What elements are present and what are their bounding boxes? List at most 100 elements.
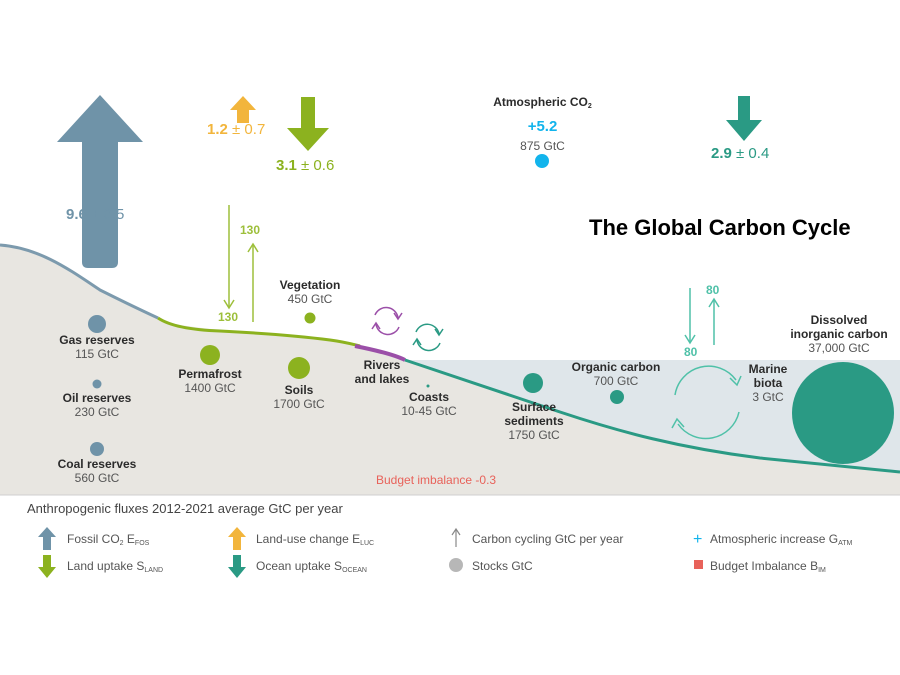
dic-name-2: inorganic carbon	[790, 327, 888, 341]
soils-dot	[288, 357, 310, 379]
rivers-cycle-icon	[371, 306, 403, 336]
vegetation-dot	[304, 312, 316, 324]
atmosphere-stock-dot	[535, 154, 549, 168]
legend-budget-icon	[694, 560, 703, 569]
legend-stocks: Stocks GtC	[472, 559, 533, 573]
coal-reserves-name: Coal reserves	[57, 457, 137, 471]
surface-sediments-name-1: Surface	[511, 400, 557, 414]
surface-sediments-value: 1750 GtC	[508, 428, 560, 442]
organic-carbon-dot	[610, 390, 624, 404]
surface-sediments-dot	[523, 373, 543, 393]
legend-ocean-uptake-icon	[228, 555, 246, 578]
oil-reserves-value: 230 GtC	[74, 405, 120, 419]
rivers-name-2: and lakes	[354, 372, 410, 386]
soils-value: 1700 GtC	[273, 397, 325, 411]
gas-reserves-label: Gas reserves 115 GtC	[47, 333, 147, 361]
fossil-flux-arrow	[57, 95, 143, 268]
vegetation-name: Vegetation	[279, 278, 341, 292]
permafrost-name: Permafrost	[178, 367, 242, 381]
permafrost-dot	[200, 345, 220, 365]
atmosphere-stock: 875 GtC	[520, 139, 565, 153]
land-use-flux-label: 1.2 ± 0.7	[207, 121, 265, 139]
land-uptake-flux-label: 3.1 ± 0.6	[276, 157, 334, 175]
legend-title: Anthropogenic fluxes 2012-2021 average G…	[27, 501, 343, 516]
coasts-label: Coasts 10-45 GtC	[384, 390, 474, 418]
fossil-flux-label: 9.6 ± 0.5	[66, 206, 124, 224]
coal-reserves-dot	[90, 442, 104, 456]
permafrost-label: Permafrost 1400 GtC	[165, 367, 255, 395]
surface-sediments-name-2: sediments	[504, 414, 564, 428]
land-use-flux-value: 1.2	[207, 121, 228, 138]
dic-value: 37,000 GtC	[808, 341, 870, 355]
legend-cycling-icon	[451, 527, 461, 547]
organic-carbon-value: 700 GtC	[593, 374, 639, 388]
gas-reserves-value: 115 GtC	[75, 347, 119, 361]
ocean-uptake-flux-arrow	[726, 96, 762, 141]
land-cycling-down-value: 130	[218, 310, 239, 324]
atmosphere-increase: +5.2	[527, 118, 558, 135]
marine-cycle-icon	[671, 365, 742, 440]
coal-reserves-value: 560 GtC	[74, 471, 120, 485]
dic-label: Dissolved inorganic carbon 37,000 GtC	[778, 313, 900, 355]
river-coastline	[354, 344, 406, 362]
legend-land-uptake: Land uptake SLAND	[67, 559, 164, 574]
legend-fossil: Fossil CO2 EFOS	[67, 532, 150, 547]
budget-imbalance-label: Budget imbalance -0.3	[376, 473, 497, 487]
land-cycling-up-value: 130	[240, 223, 261, 237]
vegetation-value: 450 GtC	[287, 292, 333, 306]
land-coastline	[157, 316, 361, 348]
vegetation-label: Vegetation 450 GtC	[265, 278, 355, 306]
ocean-cycling-down-value: 80	[684, 345, 698, 359]
soils-label: Soils 1700 GtC	[254, 383, 344, 411]
coal-reserves-label: Coal reserves 560 GtC	[47, 457, 147, 485]
organic-carbon-label: Organic carbon 700 GtC	[566, 360, 666, 388]
gas-reserves-name: Gas reserves	[59, 333, 135, 347]
legend-ocean-uptake: Ocean uptake SOCEAN	[256, 559, 367, 574]
legend-stocks-icon	[449, 558, 463, 572]
legend-cycling: Carbon cycling GtC per year	[472, 532, 624, 546]
fossil-flux-uncertainty: ± 0.5	[91, 206, 125, 223]
legend-land-uptake-icon	[38, 555, 56, 578]
coasts-name: Coasts	[408, 390, 449, 404]
atmosphere-block: Atmospheric CO2 +5.2 875 GtC	[480, 95, 605, 153]
ocean-uptake-flux-value: 2.9	[711, 145, 732, 162]
surface-sediments-label: Surface sediments 1750 GtC	[489, 400, 579, 442]
permafrost-value: 1400 GtC	[184, 381, 236, 395]
coasts-value: 10-45 GtC	[401, 404, 457, 418]
dic-name-1: Dissolved	[810, 313, 868, 327]
land-use-flux-arrow	[230, 96, 256, 123]
organic-carbon-name: Organic carbon	[571, 360, 661, 374]
legend-atm-increase: Atmospheric increase GATM	[710, 532, 853, 547]
marine-biota-value: 3 GtC	[752, 390, 784, 404]
legend-fossil-icon	[38, 527, 56, 550]
legend-atm-icon: +	[693, 531, 702, 548]
land-use-flux-uncertainty: ± 0.7	[232, 121, 266, 138]
ocean-cycling-up-value: 80	[706, 283, 720, 297]
oil-reserves-dot	[92, 379, 102, 389]
diagram-title: The Global Carbon Cycle	[589, 215, 851, 240]
land-cycling-arrows	[223, 205, 259, 322]
fossil-coastline	[0, 243, 159, 320]
rivers-label: Rivers and lakes	[337, 358, 427, 386]
marine-biota-name-2: biota	[753, 376, 783, 390]
atmosphere-label: Atmospheric CO2	[493, 95, 592, 110]
coasts-dot	[426, 384, 430, 388]
land-uptake-flux-arrow	[287, 97, 329, 151]
marine-biota-name-1: Marine	[748, 362, 788, 376]
coast-cycle-icon	[412, 323, 444, 352]
oil-reserves-label: Oil reserves 230 GtC	[47, 391, 147, 419]
dic-dot	[792, 362, 894, 464]
rivers-name-1: Rivers	[363, 358, 401, 372]
fossil-flux-value: 9.6	[66, 206, 87, 223]
ocean-coastline	[404, 358, 900, 474]
ocean-uptake-flux-label: 2.9 ± 0.4	[711, 145, 769, 163]
legend-budget: Budget Imbalance BIM	[710, 559, 826, 574]
soils-name: Soils	[284, 383, 314, 397]
gas-reserves-dot	[88, 315, 106, 333]
legend-land-use-icon	[228, 527, 246, 550]
legend-land-use: Land-use change ELUC	[256, 532, 375, 547]
ocean-uptake-flux-uncertainty: ± 0.4	[736, 145, 770, 162]
land-uptake-flux-value: 3.1	[276, 157, 297, 174]
